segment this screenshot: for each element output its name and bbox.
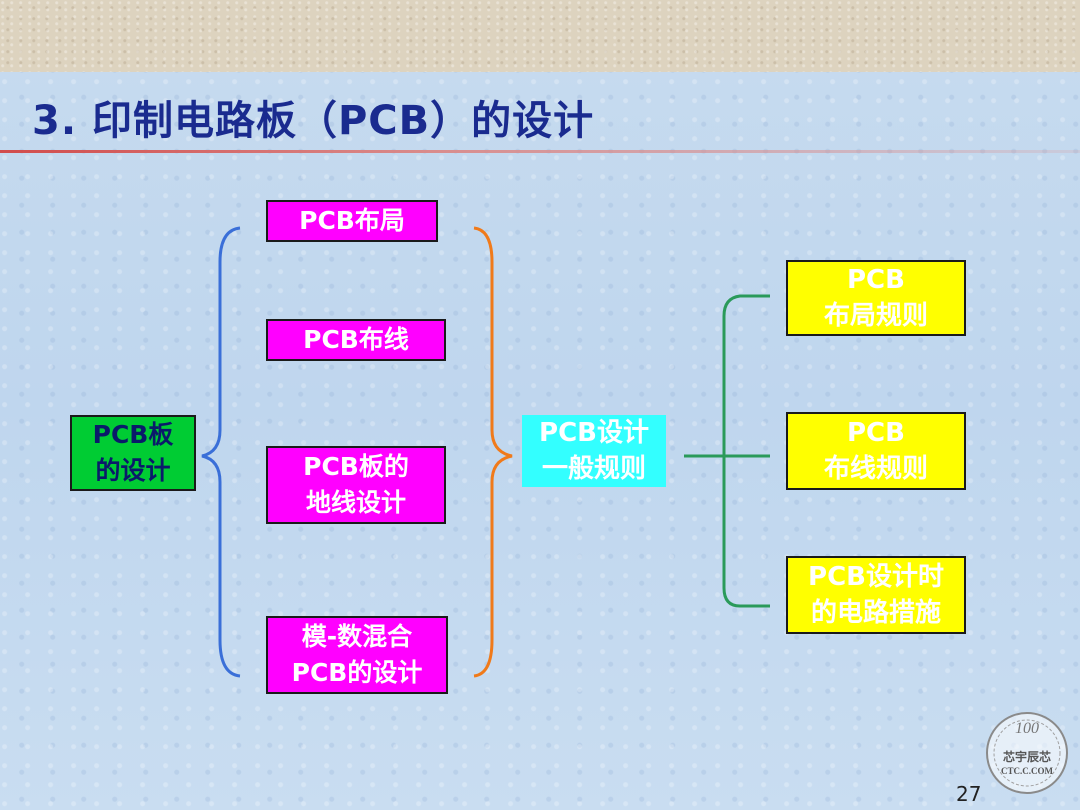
- right-bracket: [722, 294, 770, 608]
- root-node: PCB板 的设计: [70, 415, 196, 491]
- slide-title: 3. 印制电路板（PCB）的设计: [32, 98, 595, 144]
- topic-node-ground: PCB板的 地线设计: [266, 446, 446, 524]
- rule-node-circuit-measures: PCB设计时 的电路措施: [786, 556, 966, 634]
- stamp-logo: 100 芯宇辰芯 CTC.C.COM: [982, 708, 1072, 798]
- stamp-circle-icon: [986, 712, 1068, 794]
- topic-node-mixed-signal: 模-数混合 PCB的设计: [266, 616, 448, 694]
- rule-node-routing: PCB 布线规则: [786, 412, 966, 490]
- title-underline: [0, 150, 1080, 153]
- topic-node-layout: PCB布局: [266, 200, 438, 242]
- rule-node-layout: PCB 布局规则: [786, 260, 966, 336]
- page-number: 27: [956, 782, 982, 806]
- top-decorative-band: [0, 0, 1080, 72]
- stamp-site: CTC.C.COM: [1001, 766, 1053, 776]
- hub-node: PCB设计 一般规则: [522, 415, 666, 487]
- left-brace: [201, 226, 241, 678]
- middle-brace: [473, 226, 513, 678]
- stamp-number: 100: [1015, 720, 1039, 737]
- stamp-name: 芯宇辰芯: [1002, 750, 1051, 764]
- topic-node-routing: PCB布线: [266, 319, 446, 361]
